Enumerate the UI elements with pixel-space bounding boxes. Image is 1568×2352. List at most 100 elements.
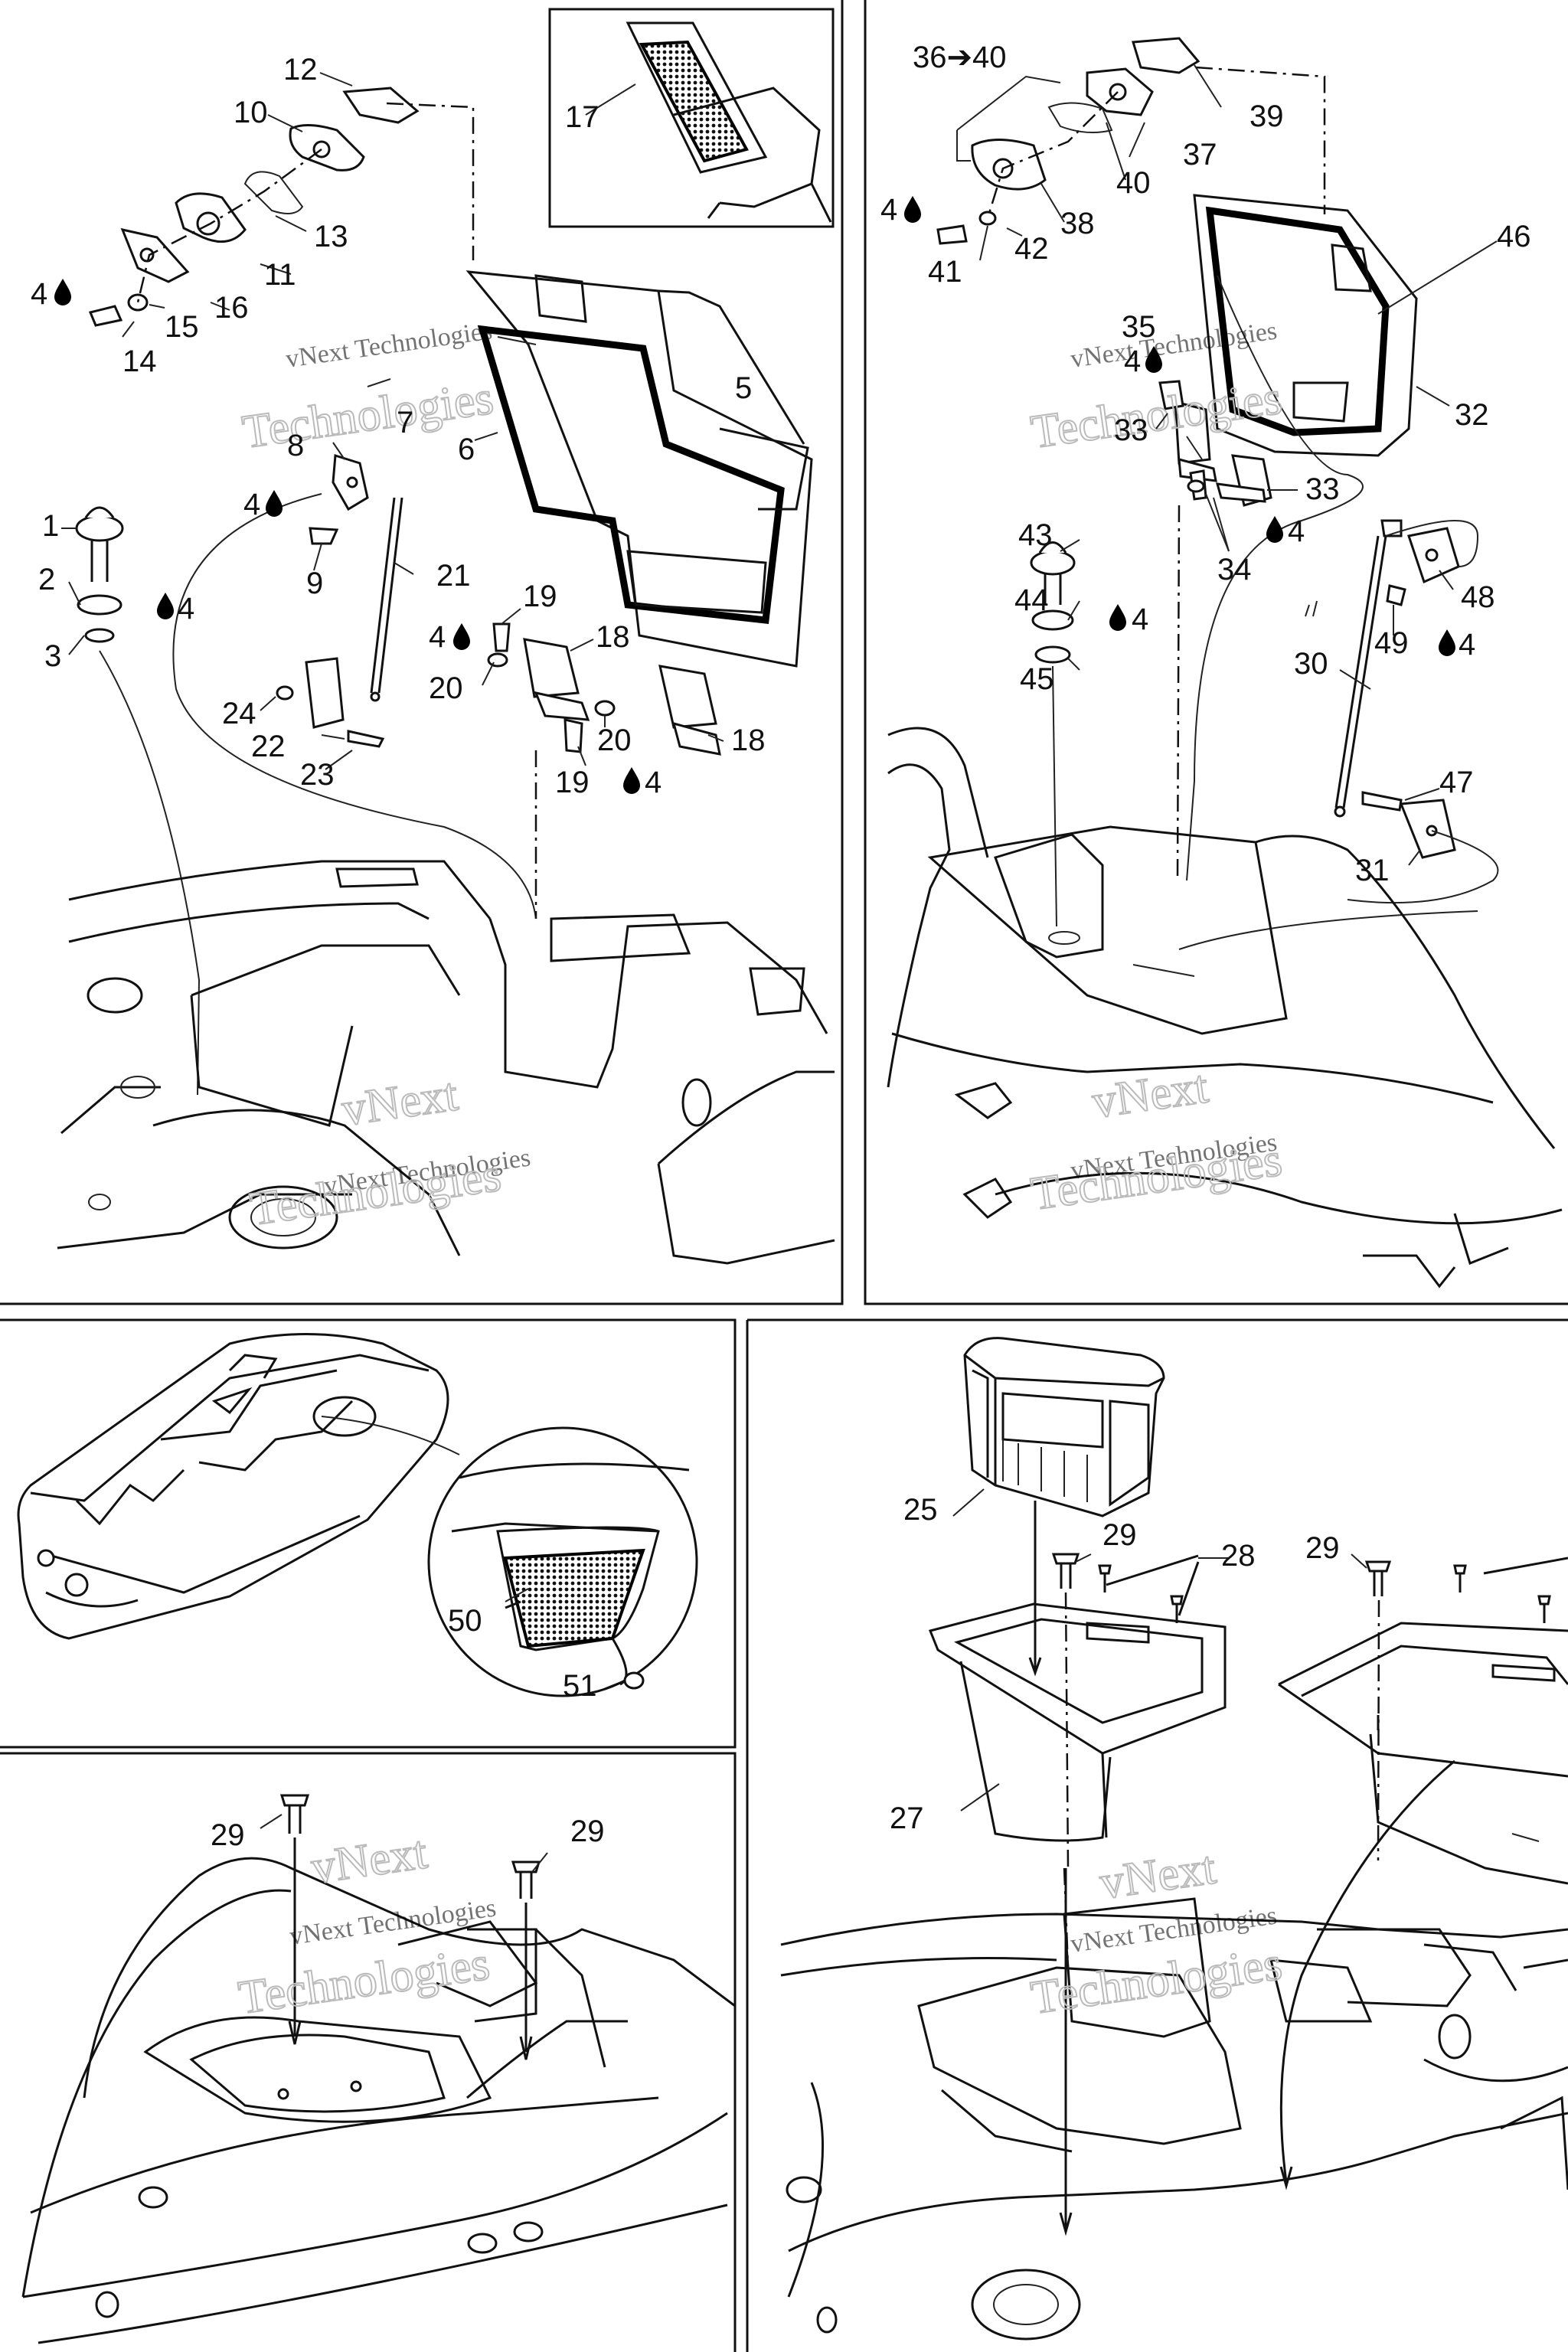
callout-20: 20: [429, 671, 463, 705]
callout-43: 43: [1018, 518, 1053, 552]
callout-38: 38: [1060, 207, 1095, 240]
callout-8: 8: [287, 429, 304, 462]
watermark-text: vNext: [1096, 1841, 1219, 1909]
boat-body-front: [57, 860, 835, 1265]
callout-4: 4: [1288, 514, 1305, 548]
callout-41: 41: [928, 255, 962, 289]
loctite-drop-icon: [623, 767, 640, 794]
rear-bumper-stack: [1030, 541, 1076, 664]
callout-4: 4: [1459, 628, 1475, 662]
callout-25: 25: [903, 1493, 938, 1527]
callout-7: 7: [397, 406, 413, 439]
panel-rear-storage: [887, 37, 1563, 1289]
panel-bow-compartment: [21, 1794, 736, 2344]
watermark-text: Technologies: [235, 1938, 492, 2024]
callout-4: 4: [178, 592, 194, 626]
cooler-tub-rear: [1278, 1622, 1568, 1885]
watermark-text: vNext Technologies: [1069, 316, 1279, 373]
callout-19: 19: [523, 580, 557, 613]
callout-20: 20: [597, 724, 632, 757]
callout-4: 4: [645, 766, 662, 799]
callout-4: 4: [1124, 345, 1141, 378]
callout-34: 34: [1217, 553, 1252, 586]
callout-4: 4: [31, 277, 47, 311]
rear-hinges: [1158, 380, 1272, 507]
callout-45: 45: [1020, 662, 1054, 696]
cooler: [963, 1337, 1165, 1517]
watermark-text: vNext: [338, 1068, 461, 1135]
callout-47: 47: [1439, 766, 1474, 799]
callout-35: 35: [1122, 310, 1156, 344]
watermark-text: vNext Technologies: [284, 316, 494, 373]
callout-2: 2: [38, 563, 55, 596]
callout-13: 13: [314, 220, 348, 253]
callout-49: 49: [1374, 626, 1409, 660]
callout-4: 4: [1132, 603, 1148, 636]
callout-44: 44: [1014, 583, 1049, 617]
boat-overview: [17, 1333, 460, 1640]
screws-cooler: [1051, 1553, 1551, 1623]
callout-23: 23: [300, 758, 335, 792]
callout-3: 3: [44, 639, 61, 673]
bumper-stack: [75, 506, 124, 643]
callout-12: 12: [283, 53, 318, 87]
callout-16: 16: [214, 291, 249, 325]
callout-40: 40: [1116, 166, 1151, 200]
boat-cooler-deck: [780, 1897, 1568, 2341]
callout-6: 6: [458, 433, 475, 466]
loctite-drop-icon: [1266, 516, 1283, 543]
callout-29: 29: [1305, 1531, 1340, 1565]
callout-1: 1: [42, 509, 59, 543]
panel-front-storage: [57, 21, 835, 1265]
glove-box-detail: [451, 1462, 690, 1690]
loctite-drop-icon: [453, 623, 470, 650]
loctite-drop-icon: [157, 593, 174, 619]
callout-leaders: [61, 64, 1540, 1873]
callout-51: 51: [563, 1669, 597, 1703]
callout-9: 9: [306, 567, 323, 600]
callout-29: 29: [211, 1818, 245, 1852]
callout-27: 27: [890, 1802, 924, 1835]
storage-cover: [466, 270, 813, 668]
loctite-drop-icon: [54, 279, 71, 305]
callout-30: 30: [1294, 647, 1328, 681]
watermark-text: Technologies: [247, 1149, 504, 1236]
rear-cover: [1193, 194, 1418, 457]
callout-50: 50: [448, 1604, 482, 1638]
panel-cooler: [780, 1337, 1568, 2341]
callout-39: 39: [1250, 100, 1284, 133]
inset-cover-open: [626, 21, 832, 223]
loctite-drop-icon: [1439, 629, 1455, 656]
callout-32: 32: [1455, 398, 1489, 432]
callout-15: 15: [165, 310, 199, 344]
watermark-text: Technologies: [1027, 372, 1285, 459]
callout-labels: 12 10 17 13 11 16 4 15 14 5 7 6 8 4 9 21…: [31, 41, 1531, 1852]
callout-24: 24: [222, 697, 256, 730]
hinge-parts: [276, 622, 721, 756]
callout-5: 5: [735, 371, 752, 405]
callout-48: 48: [1461, 580, 1495, 614]
loctite-drop-icon: [266, 490, 283, 517]
callout-11: 11: [264, 258, 296, 292]
loctite-drop-icon: [1109, 604, 1126, 631]
callout-4: 4: [880, 193, 897, 227]
callout-29: 29: [1102, 1518, 1137, 1552]
callout-18: 18: [596, 620, 630, 654]
callout-19: 19: [555, 766, 590, 799]
callout-37: 37: [1183, 138, 1217, 172]
callout-31: 31: [1355, 854, 1390, 887]
callout-18: 18: [731, 724, 766, 757]
callout-46: 46: [1497, 220, 1531, 253]
callout-22: 22: [251, 730, 286, 763]
callout-42: 42: [1014, 232, 1049, 266]
rear-latch-parts: [936, 37, 1200, 245]
callout-4: 4: [429, 620, 446, 654]
callout-28: 28: [1221, 1539, 1256, 1573]
gas-spring: [309, 454, 403, 702]
callout-17: 17: [565, 100, 599, 134]
callout-14: 14: [122, 345, 157, 378]
screws-bow: [279, 1794, 541, 1899]
callout-21: 21: [436, 559, 471, 593]
